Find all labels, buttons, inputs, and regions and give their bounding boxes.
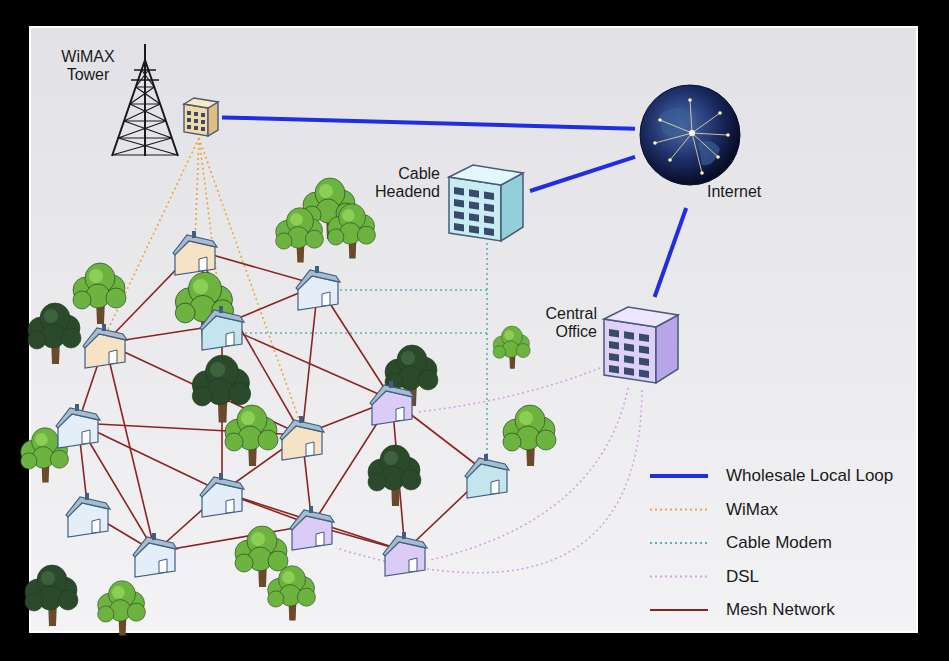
house [290,506,334,550]
tree [493,326,530,369]
office-icon [600,297,682,387]
cable-link [486,243,488,468]
tree [276,208,324,263]
wimax-tower [112,44,178,156]
legend-sample [650,609,708,611]
wimax-link [195,138,199,243]
node-label: WiMAX Tower [52,48,124,85]
house [383,532,427,576]
legend-label: WiMax [726,500,778,520]
mesh-link [318,285,392,400]
headend-icon [445,155,527,243]
globe-icon [640,85,740,185]
legend-sample [650,542,708,544]
wholesale-loop [530,157,635,191]
headend-node: Cable Headend [358,155,530,245]
internet-node: Internet [635,80,795,208]
legend-label: DSL [726,567,759,587]
tree [225,405,278,466]
legend-sample [650,509,708,511]
node-label: Central Office [533,305,597,342]
office-node: Central Office [533,297,685,389]
cable-link [340,289,487,291]
legend-label: Wholesale Local Loop [726,466,893,486]
houses [56,231,509,577]
house [370,381,414,425]
dsl-link [418,368,600,412]
legend-label: Mesh Network [726,600,835,620]
access-wires [78,138,642,573]
house [133,533,177,577]
legend-sample [650,474,708,478]
house [66,493,110,537]
device-icon [180,92,220,138]
node-label: Cable Headend [358,165,440,202]
mesh-link [155,525,312,552]
tree [73,263,126,324]
wholesale-loop [655,208,687,297]
house [200,473,244,517]
tree [25,565,78,626]
tree [368,445,421,506]
dsl-link [430,388,628,560]
cable-link [245,332,487,334]
house [83,324,127,368]
tree [268,566,316,621]
node-label: Internet [707,183,791,201]
house [296,266,340,310]
tree [328,204,376,259]
house [173,231,217,275]
panel [30,27,917,632]
mesh-link [78,423,222,492]
legend-label: Cable Modem [726,533,832,553]
tree [503,405,556,466]
house [280,416,324,460]
trees [21,178,556,636]
tower-node: WiMAX Tower [50,46,222,140]
house [465,454,509,498]
house [200,306,244,350]
house [56,404,100,448]
tree [28,303,81,364]
tree [98,581,146,636]
legend-sample [650,576,708,578]
wholesale-loop [222,117,635,128]
